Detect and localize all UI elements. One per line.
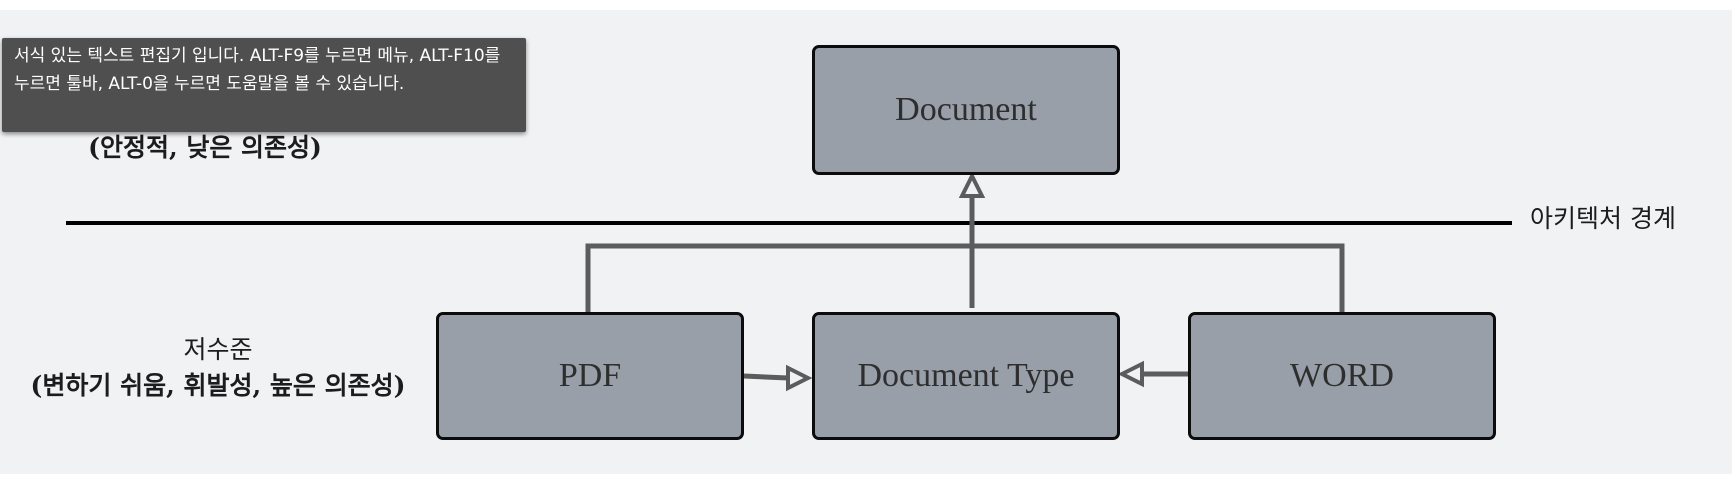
pdf-to-type-arrowhead: [786, 364, 813, 392]
document-node: Document: [812, 45, 1120, 175]
tooltip-text: 서식 있는 텍스트 편집기 입니다. ALT-F9를 누르면 메뉴, ALT-F…: [14, 46, 501, 94]
document-type-node-label: Document Type: [857, 357, 1075, 394]
document-type-node: Document Type: [812, 312, 1120, 440]
architecture-boundary-label: 아키텍처 경계: [1530, 204, 1676, 233]
pdf-node: PDF: [436, 312, 744, 440]
document-node-label: Document: [895, 91, 1037, 128]
pdf-to-type-connector: [743, 373, 789, 381]
pdf-to-bus-connector: [585, 243, 1345, 312]
word-node-label: WORD: [1290, 357, 1394, 394]
editor-help-tooltip: 서식 있는 텍스트 편집기 입니다. ALT-F9를 누르면 메뉴, ALT-F…: [2, 38, 526, 132]
high-level-label: (안정적, 낮은 의존성): [70, 128, 340, 164]
low-level-label-line1: 저수준: [183, 335, 253, 364]
low-level-label: 저수준 (변하기 쉬움, 휘발성, 높은 의존성): [6, 332, 430, 404]
document-inherit-arrowhead: [958, 171, 986, 198]
pdf-node-label: PDF: [558, 357, 622, 394]
low-level-label-line2: (변하기 쉬움, 휘발성, 높은 의존성): [30, 371, 406, 400]
high-level-label-line2: (안정적, 낮은 의존성): [88, 133, 322, 162]
word-node: WORD: [1188, 312, 1496, 440]
word-to-type-arrowhead: [1117, 360, 1144, 388]
